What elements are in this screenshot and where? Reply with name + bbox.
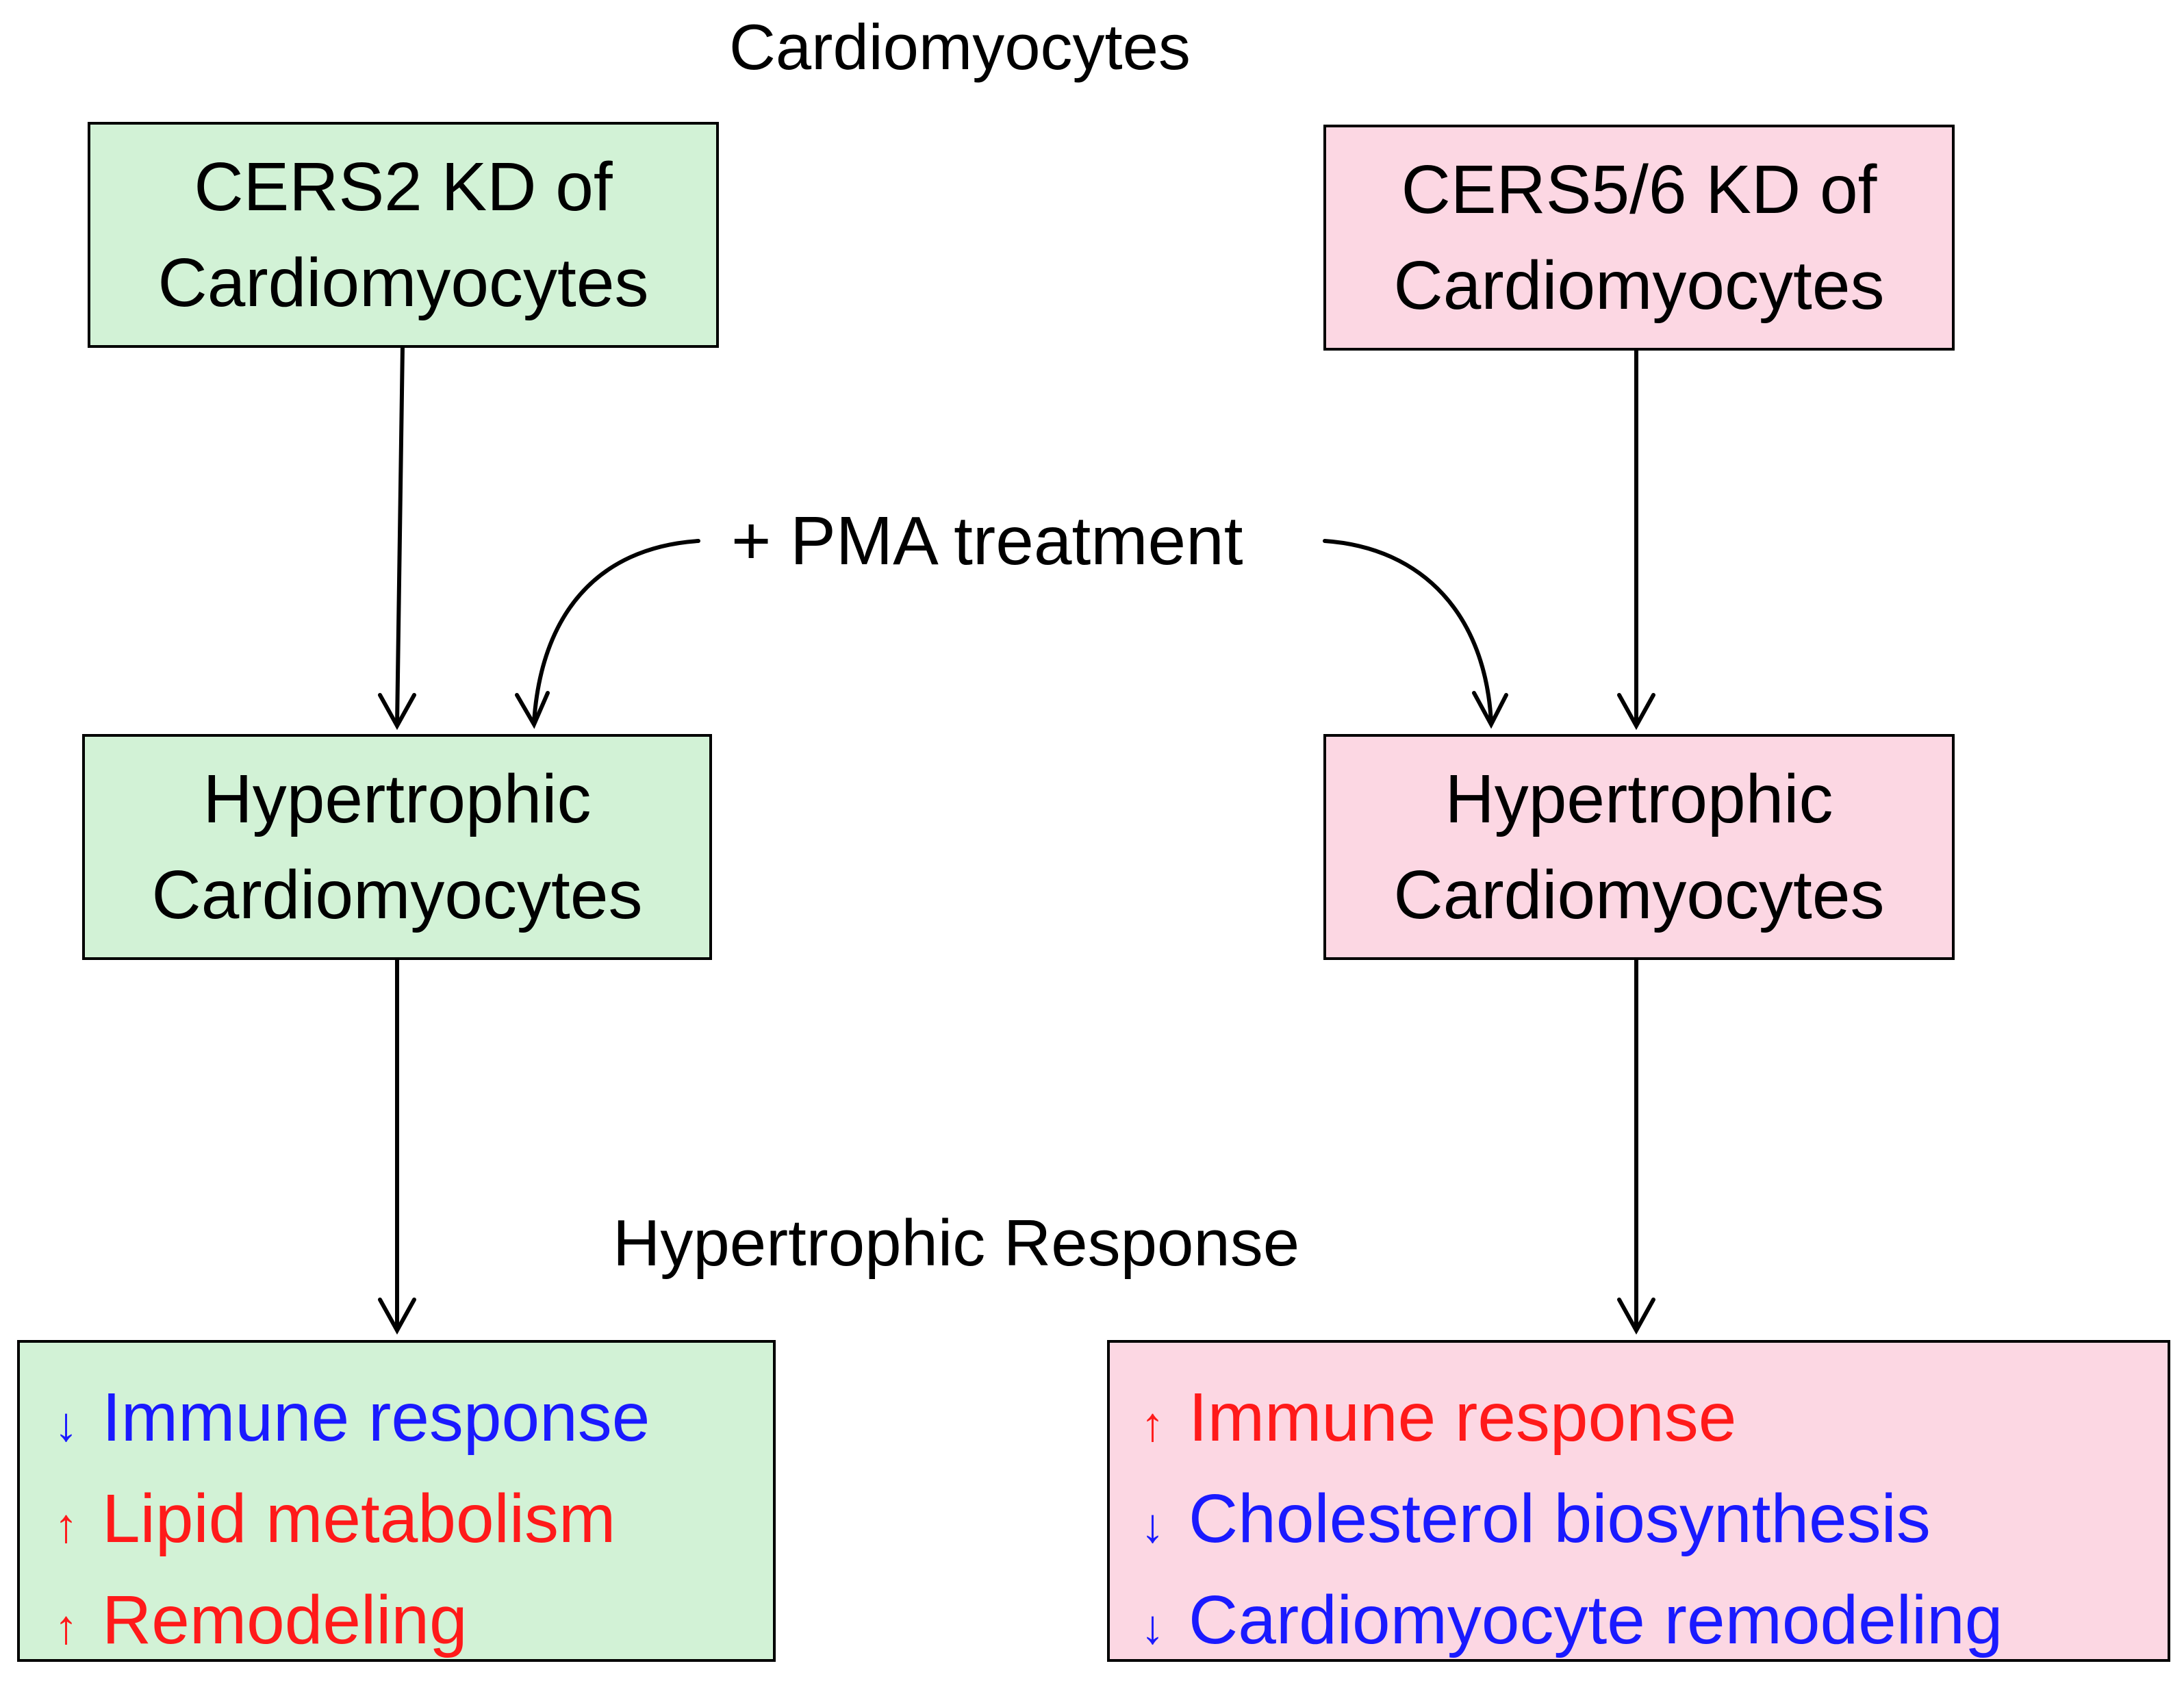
right-hypertrophic-line-2: Cardiomyocytes xyxy=(1393,857,1885,933)
arrow-pma-to-left xyxy=(532,539,700,724)
top-label: Cardiomyocytes xyxy=(729,11,1191,83)
left-outcome-text: Lipid metabolism xyxy=(102,1480,616,1557)
left-hypertrophic-line-2: Cardiomyocytes xyxy=(151,857,643,933)
left-knockdown-line-1: CERS2 KD of xyxy=(194,149,613,225)
up-arrow-icon: ↑ xyxy=(1141,1398,1165,1451)
up-arrow-icon: ↑ xyxy=(54,1499,78,1552)
right-knockdown-line-2: Cardiomyocytes xyxy=(1393,247,1885,324)
right-knockdown-line-1: CERS5/6 KD of xyxy=(1401,151,1877,228)
right-outcome-text: Cardiomyocyte remodeling xyxy=(1189,1582,2003,1658)
right-hypertrophic-line-1: Hypertrophic xyxy=(1445,761,1833,837)
left-outcome-item: ↑ Remodeling xyxy=(54,1573,773,1674)
right-outcome-item: ↓ Cholesterol biosynthesis xyxy=(1141,1471,2168,1573)
treatment-label: + PMA treatment xyxy=(731,503,1243,579)
left-outcome-text: Remodeling xyxy=(102,1582,468,1658)
up-arrow-icon: ↑ xyxy=(54,1600,78,1654)
right-outcomes-box: ↑ Immune response ↓ Cholesterol biosynth… xyxy=(1107,1340,2170,1662)
down-arrow-icon: ↓ xyxy=(54,1398,78,1451)
right-hypertrophic-box: Hypertrophic Cardiomyocytes xyxy=(1323,734,1955,960)
left-hypertrophic-box: Hypertrophic Cardiomyocytes xyxy=(82,734,712,960)
left-outcomes-box: ↓ Immune response ↑ Lipid metabolism ↑ R… xyxy=(17,1340,776,1662)
response-label: Hypertrophic Response xyxy=(613,1206,1300,1280)
right-knockdown-box: CERS5/6 KD of Cardiomyocytes xyxy=(1323,125,1955,351)
arrow-left-kd-to-hyper xyxy=(395,344,405,726)
left-outcome-item: ↓ Immune response xyxy=(54,1370,773,1471)
left-hypertrophic-line-1: Hypertrophic xyxy=(203,761,592,837)
right-outcome-text: Immune response xyxy=(1189,1379,1737,1456)
left-knockdown-line-2: Cardiomyocytes xyxy=(157,244,649,321)
right-outcome-item: ↑ Immune response xyxy=(1141,1370,2168,1471)
down-arrow-icon: ↓ xyxy=(1141,1600,1165,1654)
arrow-pma-to-right xyxy=(1323,539,1493,724)
right-outcome-item: ↓ Cardiomyocyte remodeling xyxy=(1141,1573,2168,1674)
down-arrow-icon: ↓ xyxy=(1141,1499,1165,1552)
left-outcome-text: Immune response xyxy=(102,1379,650,1456)
left-knockdown-box: CERS2 KD of Cardiomyocytes xyxy=(88,122,719,348)
right-outcome-text: Cholesterol biosynthesis xyxy=(1189,1480,1931,1557)
left-outcome-item: ↑ Lipid metabolism xyxy=(54,1471,773,1573)
